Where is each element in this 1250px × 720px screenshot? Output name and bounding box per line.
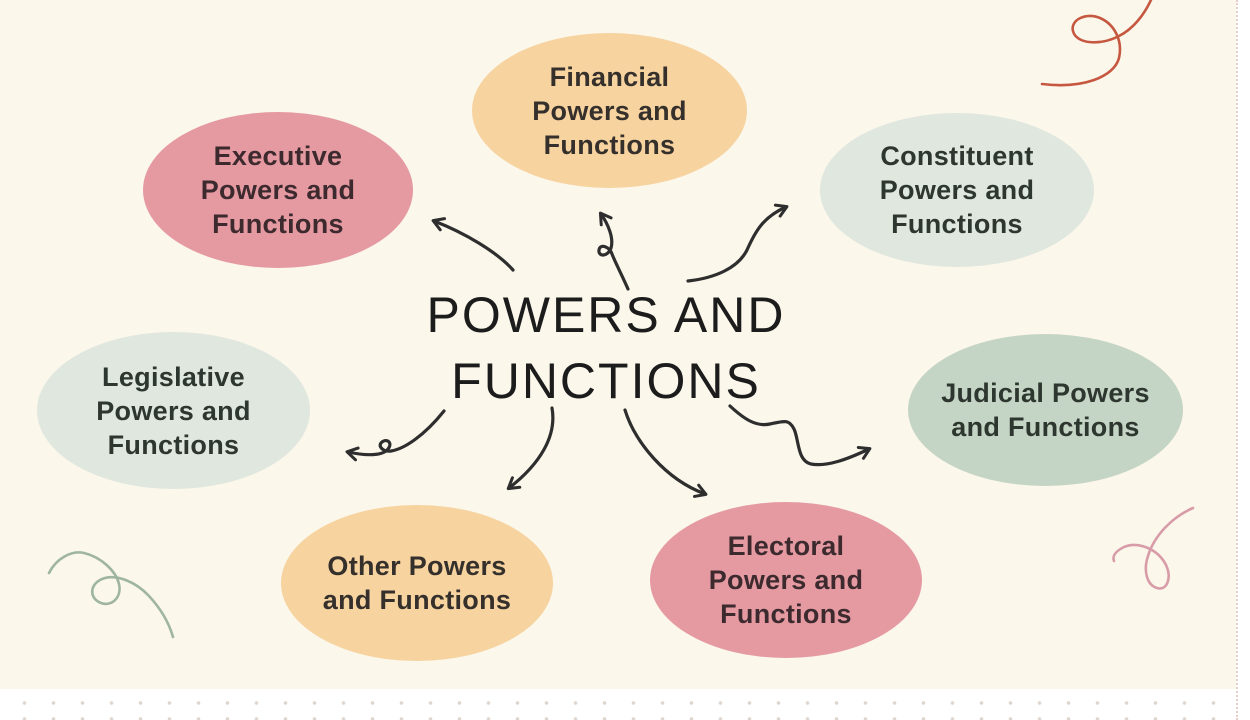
right-margin-dots bbox=[1236, 0, 1250, 720]
arrow-to-constituent bbox=[686, 203, 789, 283]
node-financial-label: Financial Powers and Functions bbox=[532, 61, 687, 160]
node-constituent-label: Constituent Powers and Functions bbox=[879, 141, 1035, 239]
node-legislative: Legislative Powers and Functions bbox=[37, 332, 310, 489]
node-judicial: Judicial Powers and Functions bbox=[908, 334, 1183, 486]
page-title-line1: POWERS AND bbox=[426, 287, 786, 343]
node-judicial-label: Judicial Powers and Functions bbox=[941, 378, 1150, 442]
arrow-to-executive bbox=[431, 217, 515, 272]
node-other: Other Powers and Functions bbox=[281, 505, 553, 661]
node-executive: Executive Powers and Functions bbox=[143, 112, 413, 268]
node-other-label: Other Powers and Functions bbox=[322, 551, 512, 615]
squiggle-bottom-right bbox=[1112, 506, 1195, 590]
arrow-to-legislative bbox=[345, 409, 446, 462]
bottom-margin-dots bbox=[0, 689, 1250, 720]
page-title-line2: FUNCTIONS bbox=[451, 353, 761, 409]
squiggle-top-right bbox=[1040, 0, 1153, 87]
squiggle-bottom-left bbox=[47, 551, 175, 639]
node-electoral-label: Electoral Powers and Functions bbox=[708, 531, 864, 629]
arrow-to-electoral bbox=[623, 408, 708, 498]
node-legislative-label: Legislative Powers and Functions bbox=[96, 361, 251, 460]
arrow-to-judicial bbox=[728, 404, 872, 467]
node-financial: Financial Powers and Functions bbox=[472, 33, 747, 188]
node-electoral: Electoral Powers and Functions bbox=[650, 502, 922, 658]
page-title: POWERS AND FUNCTIONS bbox=[406, 282, 806, 414]
node-constituent: Constituent Powers and Functions bbox=[820, 113, 1094, 267]
arrow-to-other bbox=[506, 406, 555, 491]
arrow-to-financial bbox=[597, 211, 630, 291]
node-executive-label: Executive Powers and Functions bbox=[200, 141, 356, 239]
